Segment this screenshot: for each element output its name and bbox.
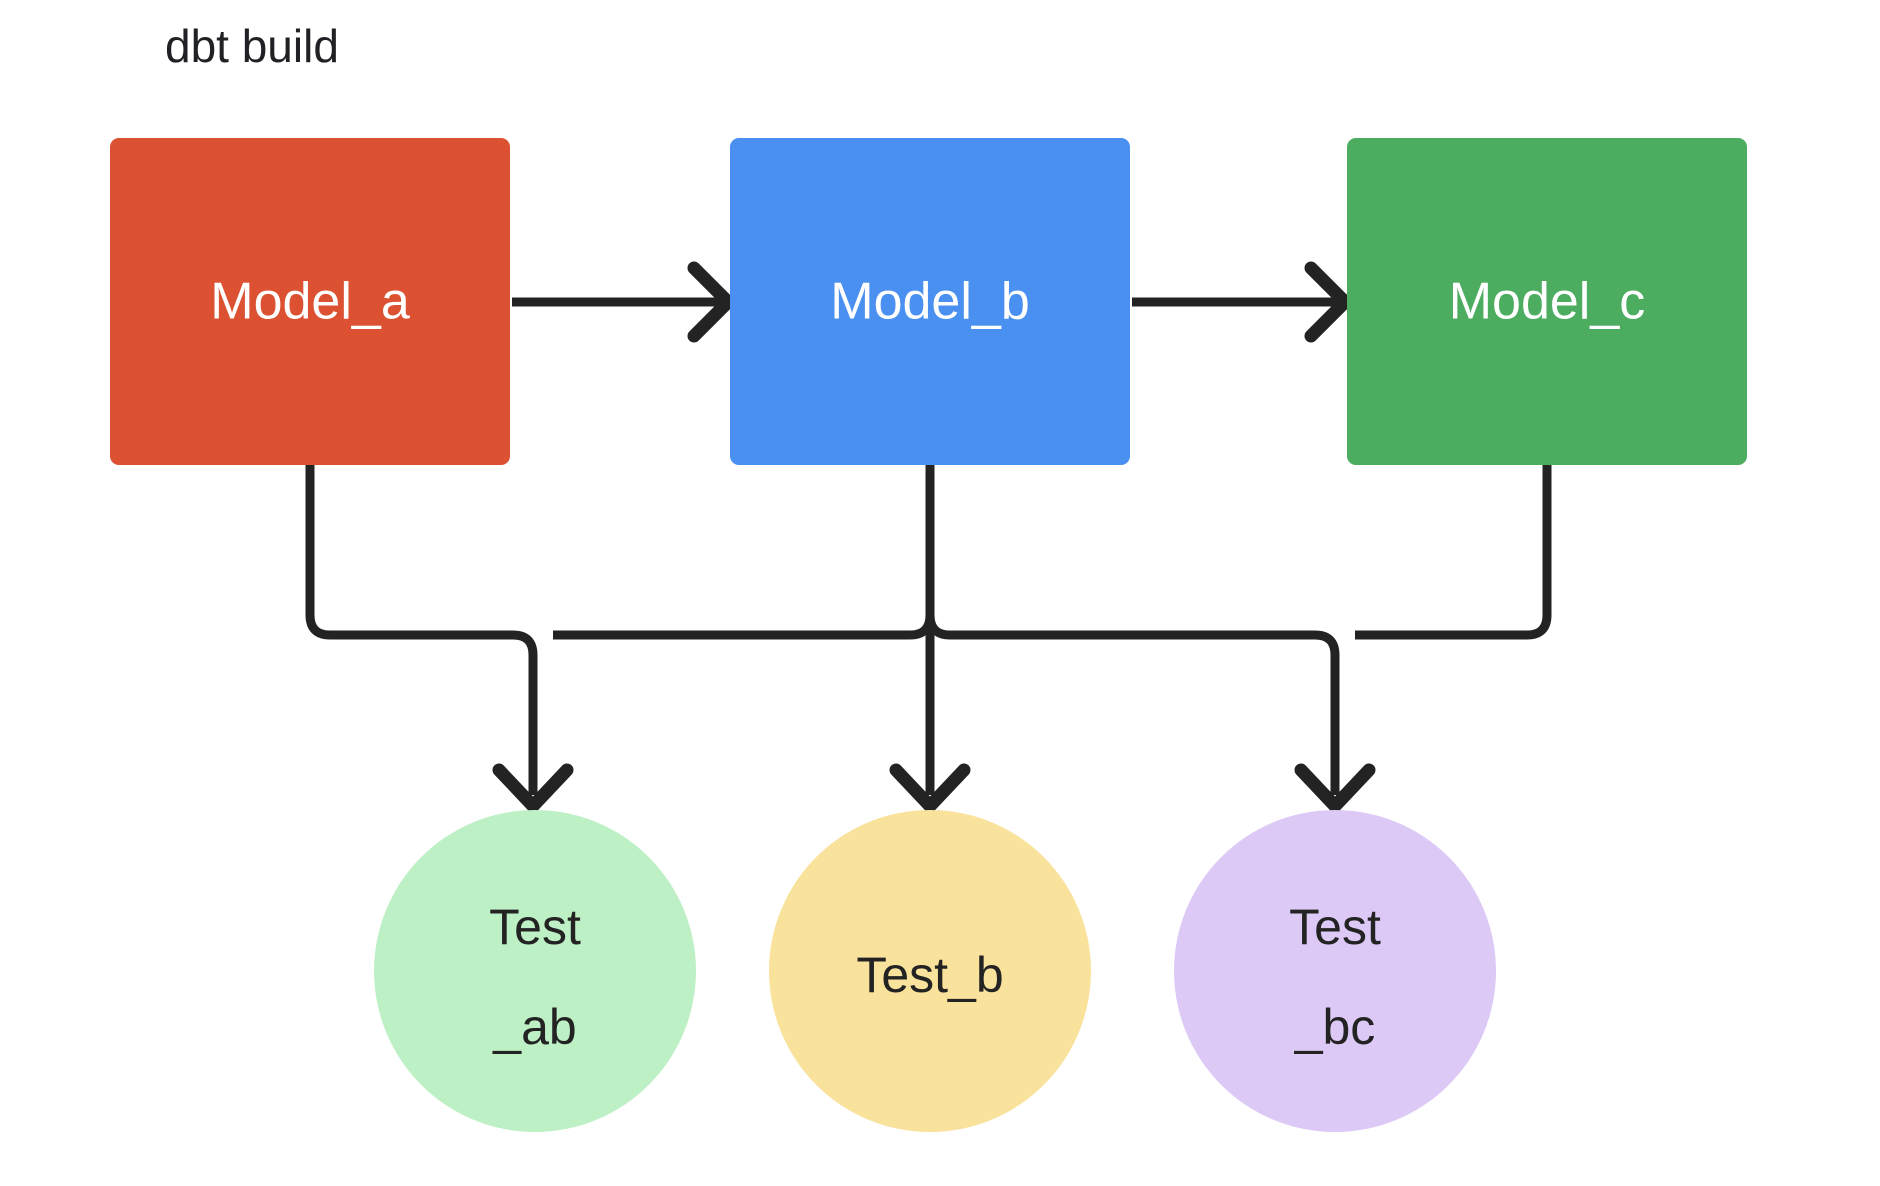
model-b-box[interactable]: [730, 138, 1130, 465]
node-test-bc[interactable]: Test _bc: [1174, 810, 1496, 1132]
test-ab-label-line2: _ab: [492, 999, 576, 1055]
node-test-b[interactable]: Test_b: [769, 810, 1091, 1132]
edge-model-a-to-model-b: [512, 261, 735, 343]
model-a-label: Model_a: [210, 273, 410, 331]
test-ab-circle[interactable]: [374, 810, 696, 1132]
node-model-c[interactable]: Model_c: [1347, 138, 1747, 465]
test-bc-label-line2: _bc: [1294, 999, 1376, 1055]
edge-model-c-to-test-bc: [1355, 465, 1552, 640]
test-bc-circle[interactable]: [1174, 810, 1496, 1132]
edge-model-a-to-test-ab: [305, 465, 574, 813]
model-a-box[interactable]: [110, 138, 510, 465]
node-model-a[interactable]: Model_a: [110, 138, 510, 465]
node-model-b[interactable]: Model_b: [730, 138, 1130, 465]
node-test-ab[interactable]: Test _ab: [374, 810, 696, 1132]
model-c-box[interactable]: [1347, 138, 1747, 465]
test-b-label-line1: Test_b: [856, 947, 1003, 1003]
model-c-label: Model_c: [1449, 273, 1646, 331]
edge-model-b-to-model-c: [1132, 261, 1352, 343]
diagram-title: dbt build: [165, 20, 339, 72]
test-ab-label-line1: Test: [489, 899, 581, 955]
test-b-circle[interactable]: [769, 810, 1091, 1132]
edge-model-b-to-test-ab: [553, 465, 935, 640]
model-b-label: Model_b: [830, 273, 1029, 331]
test-bc-label-line1: Test: [1289, 899, 1381, 955]
edge-model-b-to-test-bc: [925, 465, 1376, 813]
